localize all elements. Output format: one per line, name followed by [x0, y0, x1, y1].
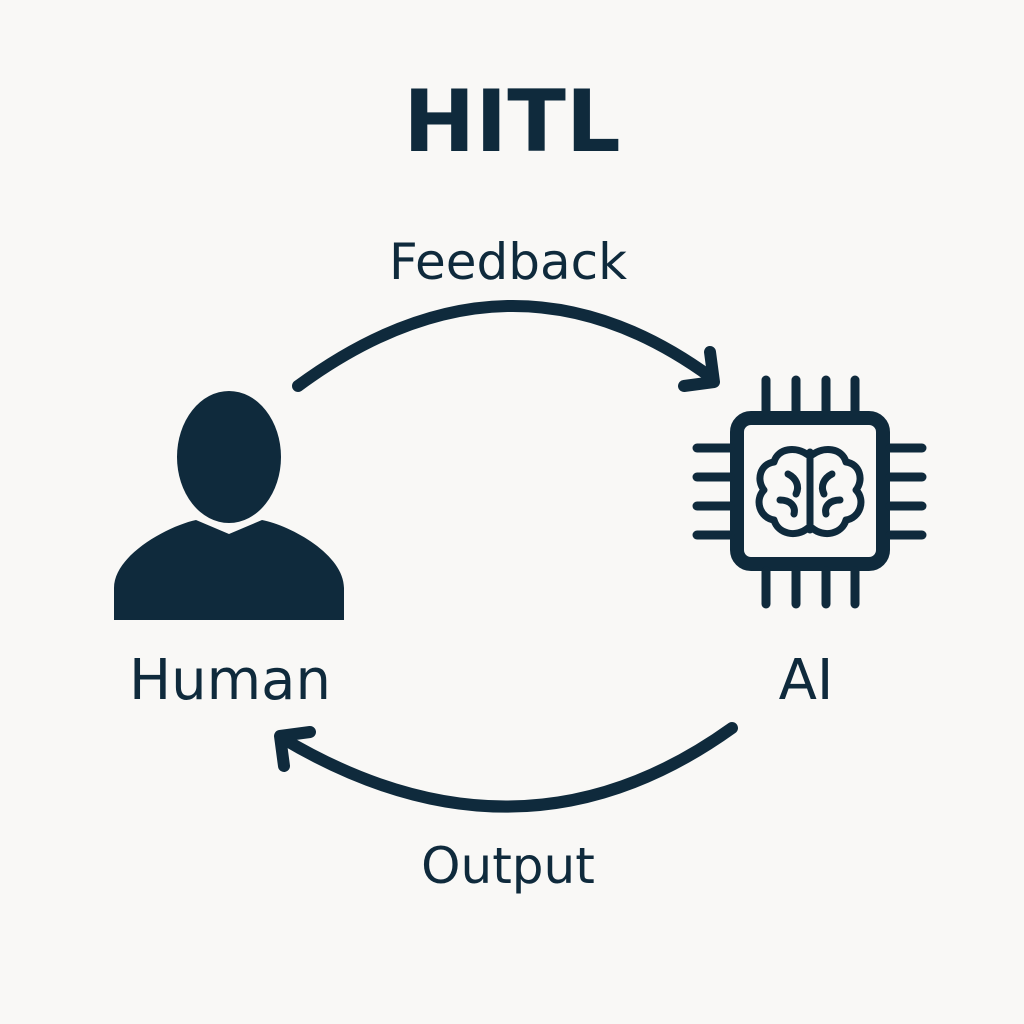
output-label: Output [421, 837, 595, 895]
person-icon [114, 391, 344, 620]
chip-brain-icon [692, 375, 927, 609]
ai-label: AI [778, 648, 834, 713]
feedback-label: Feedback [388, 233, 628, 291]
human-label: Human [129, 648, 331, 713]
output-arrow-icon [274, 722, 738, 813]
feedback-arrow-icon [292, 300, 720, 392]
diagram-title: HITL [403, 72, 621, 172]
